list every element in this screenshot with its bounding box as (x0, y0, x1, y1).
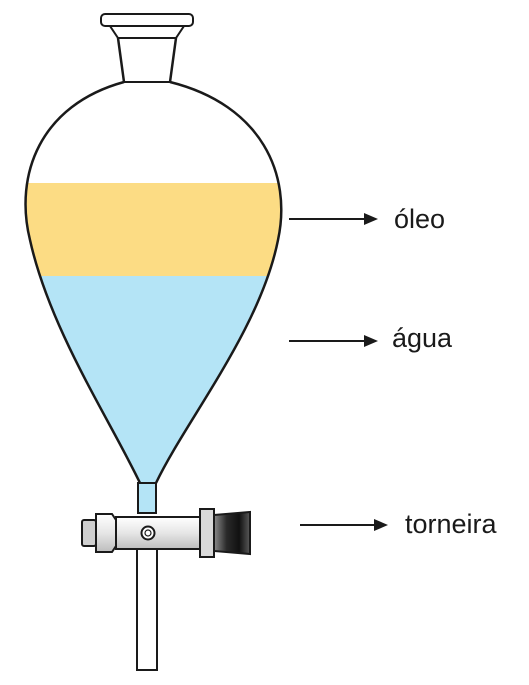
funnel-neck (116, 37, 178, 83)
label-tap: torneira (405, 509, 497, 539)
upper-stem (137, 482, 157, 514)
arrow-oil (289, 213, 378, 225)
oil-layer (25, 183, 282, 276)
label-water: água (392, 323, 453, 353)
stopper (100, 13, 194, 39)
water-layer (25, 276, 282, 483)
arrow-tap (300, 519, 388, 531)
funnel-body (24, 80, 283, 484)
arrow-water (289, 335, 378, 347)
stopcock (81, 508, 251, 558)
lower-stem (136, 541, 158, 671)
label-oil: óleo (394, 204, 446, 234)
